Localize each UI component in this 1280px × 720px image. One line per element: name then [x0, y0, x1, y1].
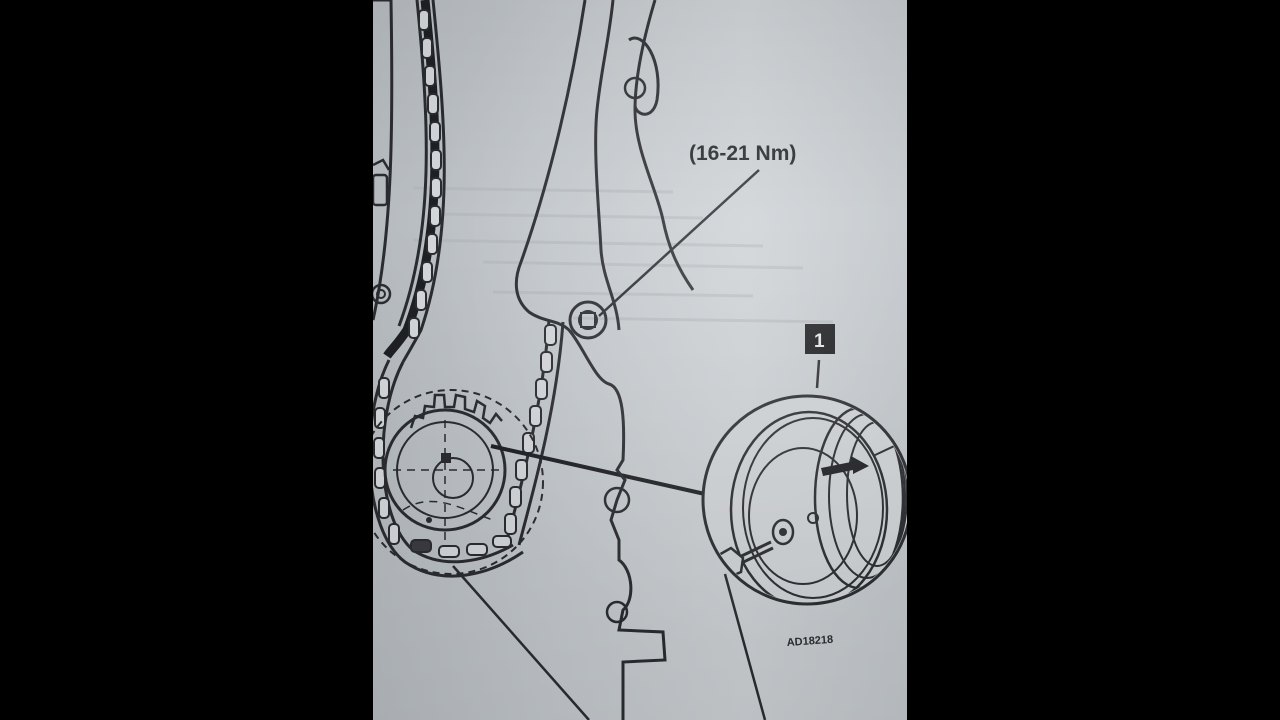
tensioner-detail: [701, 359, 907, 720]
manual-page-photo: (16-21 Nm): [373, 0, 907, 720]
callout-badge: 1: [805, 324, 835, 354]
bleed-through-text: [412, 186, 834, 324]
torque-annotation: (16-21 Nm): [598, 142, 796, 317]
crankshaft-sprocket: [373, 389, 544, 575]
timing-chain: [373, 0, 565, 578]
figure-reference: AD18218: [786, 634, 833, 649]
torque-spec-label: (16-21 Nm): [689, 142, 796, 165]
timing-cover-outline: [514, 0, 695, 720]
timing-chain-diagram: (16-21 Nm): [373, 0, 907, 720]
callout-number: 1: [814, 331, 825, 352]
detail-leader: [490, 444, 706, 496]
sprocket-leader: [452, 565, 590, 720]
upper-sprocket: [373, 0, 394, 321]
